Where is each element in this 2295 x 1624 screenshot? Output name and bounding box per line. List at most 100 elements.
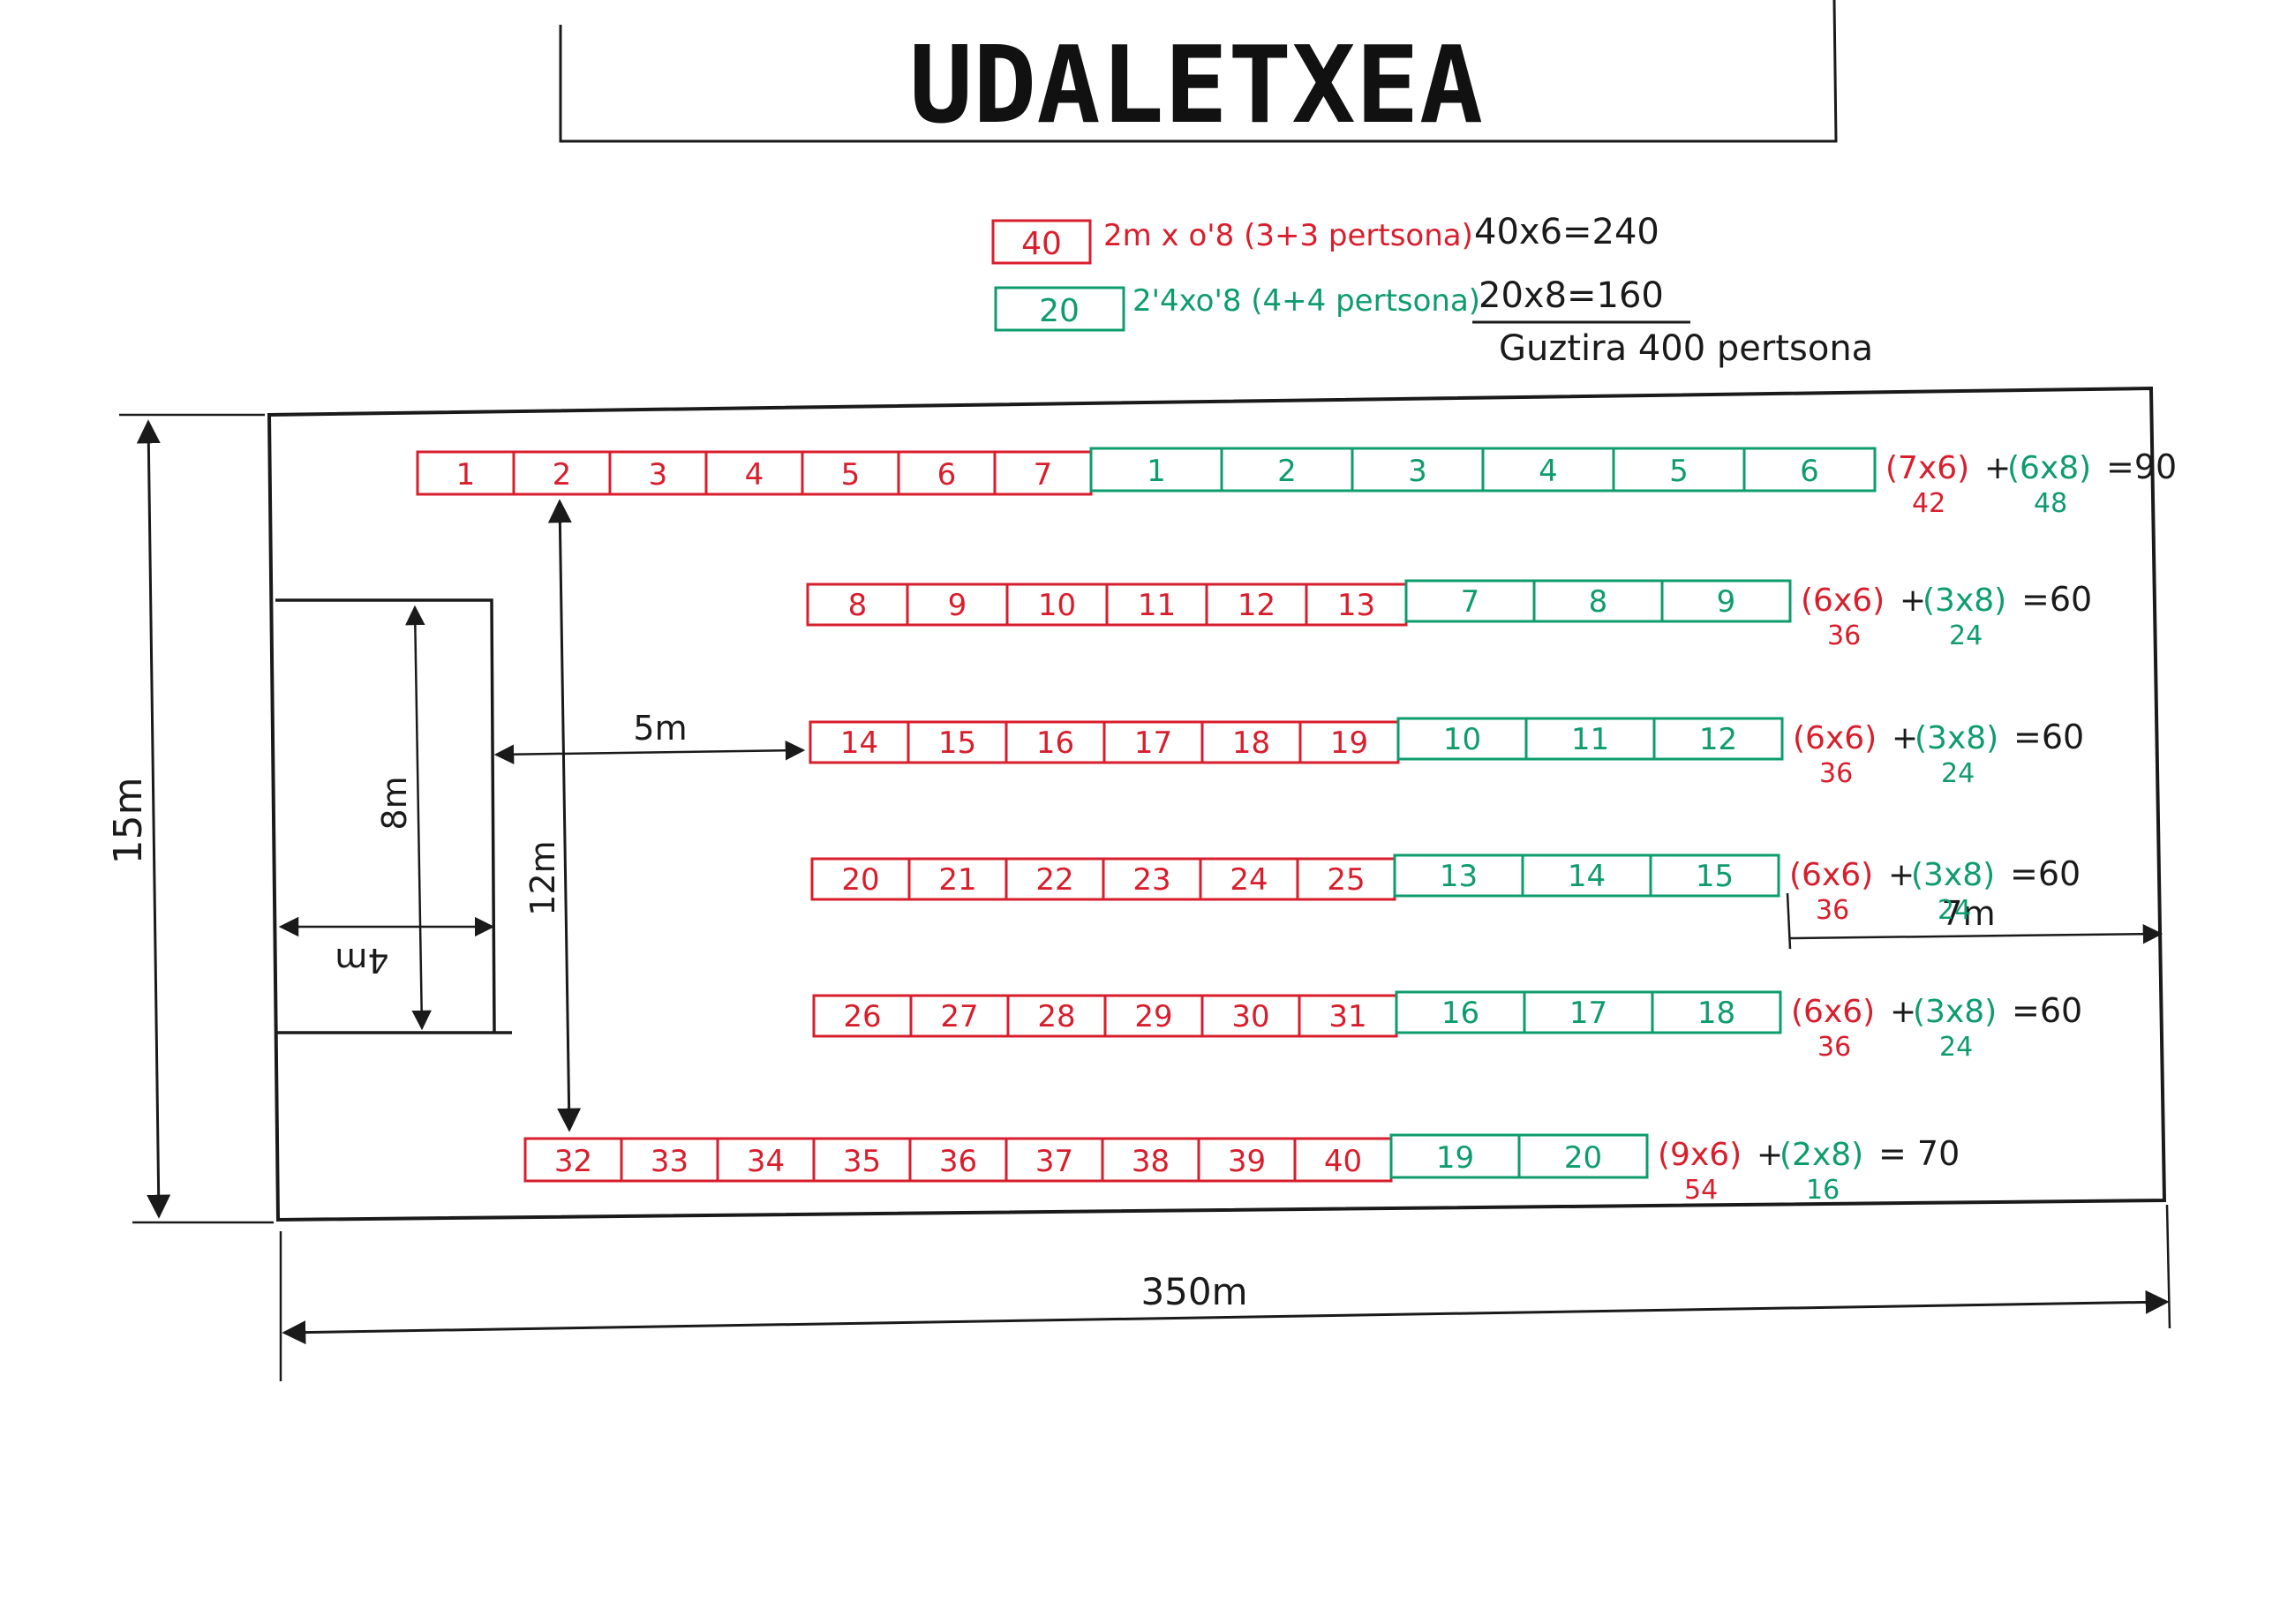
right-gap-label: 7m bbox=[1941, 894, 1995, 933]
green-table-number: 12 bbox=[1699, 722, 1737, 757]
red-table-number: 1 bbox=[456, 457, 476, 492]
red-subtotal: 36 bbox=[1827, 620, 1861, 651]
green-table-number: 1 bbox=[1147, 454, 1166, 489]
red-table-cell: 31 bbox=[1298, 994, 1398, 1038]
green-multiplication: (3x8) bbox=[1911, 857, 1995, 893]
red-table-cell: 12 bbox=[1205, 583, 1308, 627]
red-table-cell: 14 bbox=[809, 720, 910, 764]
red-multiplication: (6x6) bbox=[1801, 583, 1885, 619]
red-table-cell: 15 bbox=[907, 720, 1008, 764]
red-table-cell: 13 bbox=[1305, 583, 1408, 627]
red-table-number: 16 bbox=[1036, 726, 1074, 761]
red-table-cell: 30 bbox=[1200, 994, 1301, 1038]
green-table-cell: 14 bbox=[1521, 853, 1652, 898]
green-table-cell: 15 bbox=[1649, 853, 1780, 898]
legend-green-calc: 20x8=160 bbox=[1479, 275, 1664, 316]
stage-area bbox=[275, 598, 512, 1034]
red-table-number: 5 bbox=[841, 457, 861, 492]
green-table-number: 11 bbox=[1571, 722, 1609, 757]
green-table-cell: 10 bbox=[1396, 717, 1528, 761]
red-table-number: 30 bbox=[1231, 999, 1269, 1034]
red-table-cell: 29 bbox=[1103, 994, 1204, 1038]
red-table-cell: 40 bbox=[1293, 1137, 1393, 1183]
red-table-cell: 9 bbox=[906, 583, 1009, 627]
red-table-cell: 10 bbox=[1005, 583, 1109, 627]
height-dimension-label: 15m bbox=[106, 778, 151, 865]
green-table-cell: 20 bbox=[1517, 1133, 1649, 1179]
red-table-cell: 37 bbox=[1005, 1137, 1104, 1183]
red-table-cell: 27 bbox=[909, 994, 1010, 1038]
green-table-cell: 11 bbox=[1524, 717, 1656, 761]
red-table-cell: 28 bbox=[1006, 994, 1107, 1038]
red-table-cell: 8 bbox=[806, 583, 909, 627]
green-table-cell: 2 bbox=[1220, 447, 1354, 492]
row-total: =60 bbox=[2010, 854, 2081, 893]
red-table-cell: 3 bbox=[608, 450, 708, 496]
red-table-cell: 18 bbox=[1200, 720, 1302, 764]
plus-sign: + bbox=[1984, 450, 2011, 486]
legend-red-desc: 2m x o'8 (3+3 pertsona) bbox=[1103, 218, 1473, 253]
red-multiplication: (9x6) bbox=[1658, 1137, 1742, 1173]
red-table-number: 35 bbox=[843, 1144, 881, 1179]
red-table-number: 26 bbox=[843, 999, 881, 1034]
red-table-number: 4 bbox=[745, 457, 764, 492]
legend-red-swatch bbox=[991, 219, 1092, 265]
green-table-cell: 9 bbox=[1660, 579, 1792, 623]
green-table-number: 15 bbox=[1696, 859, 1734, 894]
green-table-number: 13 bbox=[1440, 859, 1478, 894]
green-table-cell: 17 bbox=[1523, 990, 1654, 1034]
green-table-number: 20 bbox=[1564, 1140, 1602, 1176]
red-table-number: 8 bbox=[848, 588, 868, 623]
red-table-number: 15 bbox=[938, 726, 976, 761]
green-table-number: 3 bbox=[1408, 454, 1427, 489]
red-table-cell: 1 bbox=[416, 450, 515, 496]
legend-green-count: 20 bbox=[1039, 293, 1080, 329]
green-table-number: 8 bbox=[1589, 584, 1608, 620]
red-table-number: 21 bbox=[938, 862, 976, 898]
green-table-number: 9 bbox=[1717, 584, 1736, 620]
red-table-cell: 19 bbox=[1298, 720, 1400, 764]
plus-sign: + bbox=[1900, 583, 1926, 619]
green-subtotal: 16 bbox=[1806, 1175, 1840, 1206]
green-multiplication: (3x8) bbox=[1913, 994, 1997, 1030]
red-table-number: 38 bbox=[1132, 1144, 1170, 1179]
red-table-cell: 36 bbox=[908, 1137, 1008, 1183]
red-table-cell: 2 bbox=[512, 450, 612, 496]
red-multiplication: (6x6) bbox=[1791, 994, 1875, 1030]
row-total: =90 bbox=[2106, 447, 2177, 486]
red-table-number: 40 bbox=[1324, 1144, 1362, 1179]
green-table-cell: 19 bbox=[1389, 1133, 1521, 1179]
green-multiplication: (2x8) bbox=[1780, 1137, 1863, 1173]
green-table-cell: 5 bbox=[1612, 447, 1746, 492]
red-table-number: 39 bbox=[1228, 1144, 1266, 1179]
red-table-number: 7 bbox=[1034, 457, 1053, 492]
red-subtotal: 54 bbox=[1684, 1175, 1718, 1206]
red-table-number: 11 bbox=[1138, 588, 1176, 623]
legend-green-desc: 2'4xo'8 (4+4 pertsona) bbox=[1132, 283, 1480, 319]
green-table-cell: 1 bbox=[1089, 447, 1223, 492]
plus-sign: + bbox=[1757, 1137, 1783, 1173]
green-table-cell: 18 bbox=[1651, 990, 1782, 1034]
red-table-number: 28 bbox=[1037, 999, 1075, 1034]
plus-sign: + bbox=[1892, 720, 1918, 756]
red-subtotal: 36 bbox=[1819, 758, 1853, 789]
red-table-number: 10 bbox=[1038, 588, 1076, 623]
plus-sign: + bbox=[1888, 857, 1915, 893]
red-table-cell: 17 bbox=[1102, 720, 1204, 764]
green-multiplication: (6x8) bbox=[2007, 450, 2091, 486]
legend-red-calc: 40x6=240 bbox=[1474, 212, 1659, 252]
red-table-number: 32 bbox=[554, 1144, 592, 1179]
row-total: =60 bbox=[2012, 991, 2082, 1030]
red-table-cell: 20 bbox=[810, 857, 911, 901]
green-subtotal: 24 bbox=[1949, 620, 1983, 651]
